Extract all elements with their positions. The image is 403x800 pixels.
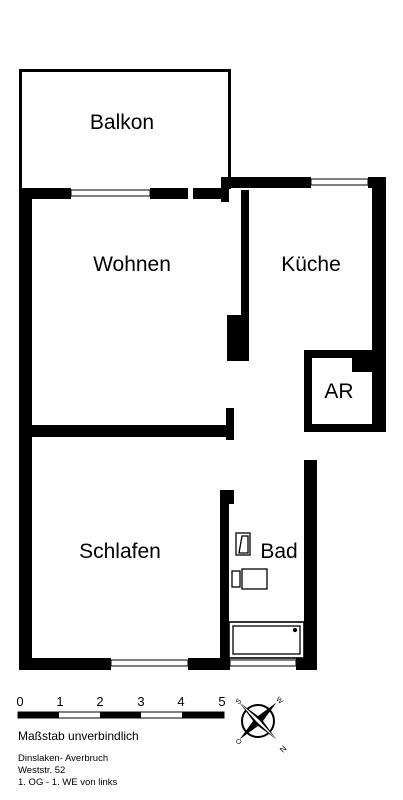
compass-letter-o: O [234, 738, 243, 747]
scale-bar: 0 1 2 3 4 5 [16, 694, 226, 719]
room-label-balcony: Balkon [90, 111, 154, 134]
scale-tick-5: 5 [218, 694, 225, 709]
bathtub-icon [228, 621, 305, 659]
scale-tick-1: 1 [56, 694, 63, 709]
window-living [70, 189, 151, 197]
room-label-kitchen: Küche [281, 253, 341, 276]
scale-tick-0: 0 [16, 694, 23, 709]
balcony-outline [19, 69, 231, 191]
window-kitchen [310, 178, 369, 186]
window-bedroom [110, 659, 189, 667]
toilet-icon [231, 568, 268, 590]
scale-tick-3: 3 [137, 694, 144, 709]
room-label-bath: Bad [260, 540, 297, 563]
scale-tick-4: 4 [177, 694, 184, 709]
room-label-storage: AR [324, 380, 353, 403]
compass-icon: S W O N [234, 696, 289, 755]
washbasin-icon [235, 532, 251, 556]
address-line-1: Dinslaken- Averbruch [18, 753, 109, 764]
window-bath [229, 659, 297, 667]
scale-tick-2: 2 [96, 694, 103, 709]
compass-letter-n: N [278, 744, 289, 755]
windows [70, 178, 369, 667]
compass-letter-s: S [235, 698, 243, 706]
walls [19, 177, 386, 670]
room-label-bedroom: Schlafen [79, 540, 161, 563]
compass-letter-w: W [274, 696, 284, 706]
scale-caption: Maßstab unverbindlich [18, 729, 139, 743]
room-label-living: Wohnen [93, 253, 171, 276]
address-line-2: Weststr. 52 [18, 765, 66, 776]
address-line-3: 1. OG - 1. WE von links [18, 777, 118, 788]
bath-fixtures [228, 532, 305, 659]
